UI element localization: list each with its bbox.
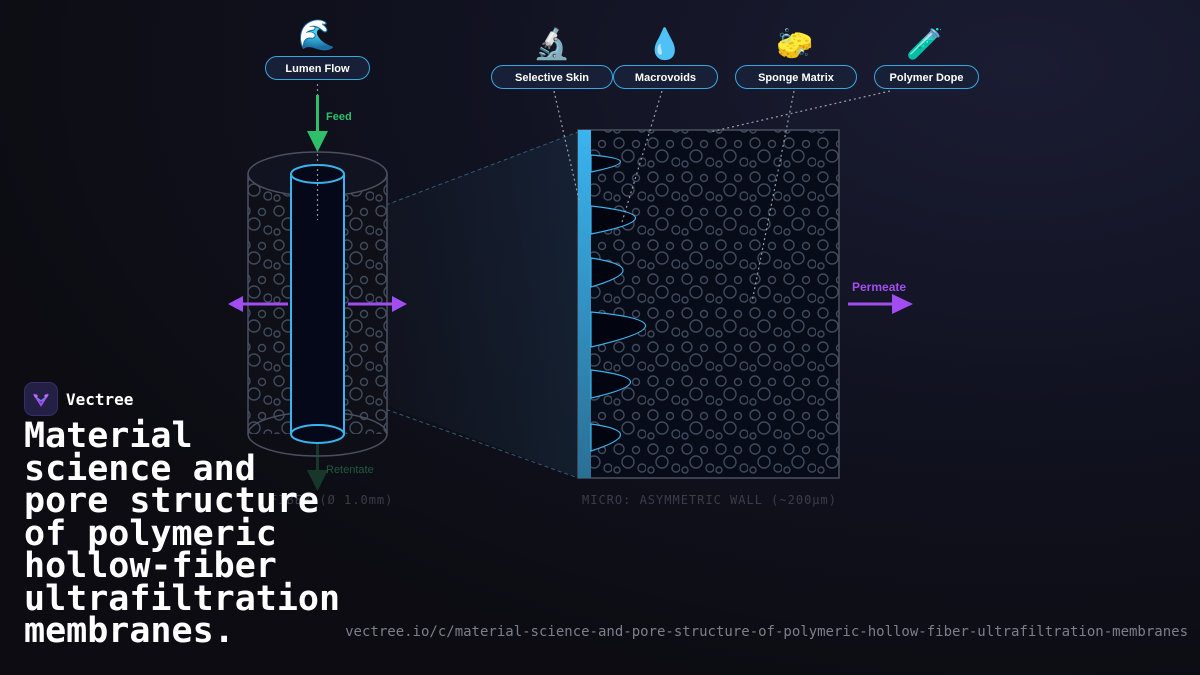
wave-icon: 🌊	[298, 18, 336, 53]
asymmetric-wall-panel	[577, 129, 840, 479]
brand: Vectree	[24, 382, 133, 416]
polymer-dope-label: Polymer Dope	[874, 65, 979, 89]
fiber-permeate-right-arrow	[348, 296, 407, 312]
page-title: Material science and pore structure of p…	[24, 416, 341, 651]
feed-arrow	[307, 95, 328, 152]
macrovoids-label: Macrovoids	[613, 65, 718, 89]
vectree-logo-icon	[24, 382, 58, 416]
sponge-icon: 🧽	[776, 27, 814, 62]
brand-name: Vectree	[66, 389, 134, 409]
macrovoids-group	[590, 154, 646, 452]
permeate-label: Permeate	[852, 280, 907, 294]
sponge-matrix-label: Sponge Matrix	[735, 65, 857, 89]
zoom-cone	[386, 132, 578, 478]
selective-skin-layer	[578, 130, 591, 478]
zoom-line-top	[385, 131, 579, 206]
fiber-permeate-left-arrow	[228, 296, 288, 312]
selective-skin-label: Selective Skin	[491, 65, 613, 89]
lumen-flow-label: Lumen Flow	[265, 56, 370, 80]
droplet-icon: 💧	[646, 27, 684, 62]
feed-label: Feed	[326, 111, 352, 123]
micro-caption: MICRO: ASYMMETRIC WALL (~200μm)	[582, 493, 837, 507]
permeate-arrow	[848, 294, 913, 314]
leader-lines	[553, 90, 891, 303]
microscope-icon: 🔬	[533, 27, 571, 62]
retentate-label: Retentate	[326, 464, 374, 476]
test-tube-icon: 🧪	[906, 27, 944, 62]
source-url: vectree.io/c/material-science-and-pore-s…	[345, 624, 1188, 640]
zoom-line-bottom	[359, 399, 579, 479]
retentate-arrow	[307, 444, 328, 491]
fiber-caption: FIBER (Ø 1.0mm)	[270, 493, 394, 507]
